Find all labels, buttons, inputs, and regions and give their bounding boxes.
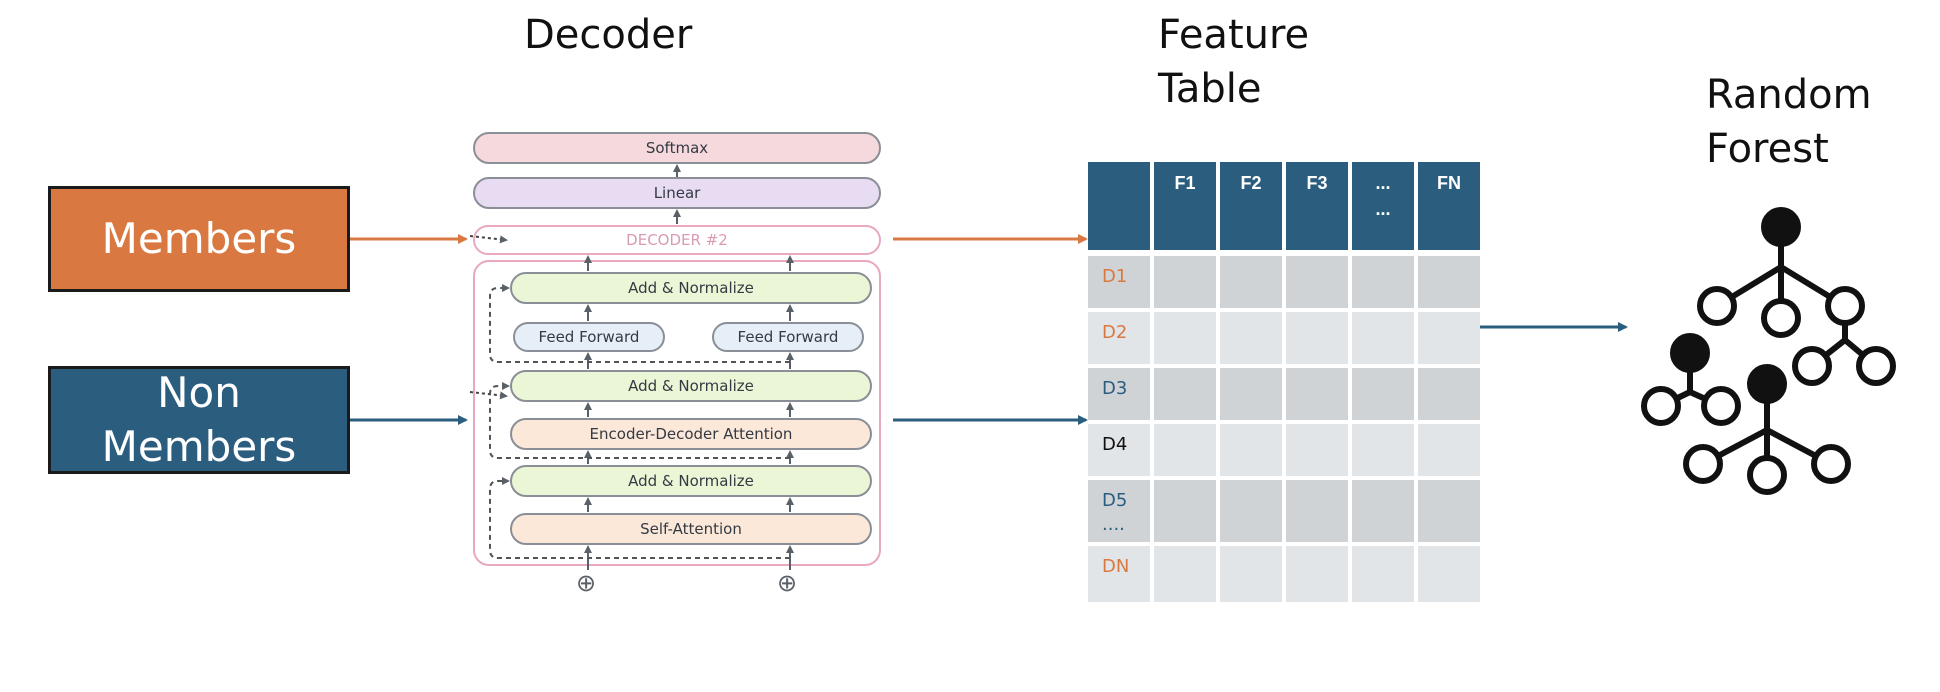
residual-connections <box>489 284 790 559</box>
table-cell <box>1418 546 1480 602</box>
table-cell <box>1220 312 1282 364</box>
table-row-label: D1 <box>1102 266 1128 287</box>
table-cell <box>1220 368 1282 420</box>
table-header-f3: F3 <box>1286 162 1348 250</box>
table-cell <box>1154 424 1216 476</box>
encoder-decoder-attention: Encoder-Decoder Attention <box>510 418 872 450</box>
feature-table-heading-line2: Table <box>1158 66 1262 112</box>
table-cell <box>1418 480 1480 542</box>
table-cell <box>1286 546 1348 602</box>
table-cell <box>1352 424 1414 476</box>
decoder-2-layer: DECODER #2 <box>473 225 881 255</box>
table-header-f2: F2 <box>1220 162 1282 250</box>
random-forest-heading-line1: Random <box>1706 72 1872 118</box>
table-row-label: D3 <box>1102 378 1128 399</box>
table-row-label: D2 <box>1102 322 1128 343</box>
members-box: Members <box>48 186 350 292</box>
table-cell <box>1154 256 1216 308</box>
table-cell <box>1352 312 1414 364</box>
table-cell <box>1418 424 1480 476</box>
feed-forward-left: Feed Forward <box>513 322 665 352</box>
add-normalize-2-label: Add & Normalize <box>628 377 754 395</box>
add-normalize-3-label: Add & Normalize <box>628 472 754 490</box>
table-cell <box>1286 480 1348 542</box>
table-header-ellipsis-line1: ... <box>1375 173 1391 193</box>
table-cell <box>1220 480 1282 542</box>
table-row-label: D5 <box>1102 490 1128 511</box>
table-cell <box>1220 424 1282 476</box>
random-forest-heading: Random Forest <box>1706 68 1872 176</box>
table-cell <box>1418 368 1480 420</box>
non-members-label-line1: Non <box>157 368 241 417</box>
decoder-heading: Decoder <box>524 12 693 58</box>
feature-table-heading: Feature Table <box>1158 8 1309 116</box>
random-forest-icon <box>1641 207 1896 495</box>
members-label: Members <box>101 214 297 263</box>
table-cell <box>1418 312 1480 364</box>
encoder-decoder-attention-label: Encoder-Decoder Attention <box>589 425 793 443</box>
non-members-box: Non Members <box>48 366 350 474</box>
table-row-label: DN <box>1102 556 1130 577</box>
feed-forward-right: Feed Forward <box>712 322 864 352</box>
add-normalize-3: Add & Normalize <box>510 465 872 497</box>
table-header-corner <box>1088 162 1150 250</box>
linear-layer: Linear <box>473 177 881 209</box>
table-cell <box>1154 312 1216 364</box>
self-attention: Self-Attention <box>510 513 872 545</box>
table-cell <box>1220 546 1282 602</box>
add-normalize-2: Add & Normalize <box>510 370 872 402</box>
table-cell <box>1352 546 1414 602</box>
table-row-label-cell: D5.... <box>1088 480 1150 542</box>
table-row-label-cell: D2 <box>1088 312 1150 364</box>
table-cell <box>1286 368 1348 420</box>
non-members-label-line2: Members <box>101 422 297 471</box>
add-normalize-1: Add & Normalize <box>510 272 872 304</box>
table-cell <box>1220 256 1282 308</box>
self-attention-label: Self-Attention <box>640 520 742 538</box>
table-header-ellipsis: ... ... <box>1352 162 1414 250</box>
decoder-2-label: DECODER #2 <box>626 231 728 249</box>
table-header-fn: FN <box>1418 162 1480 250</box>
table-cell <box>1154 368 1216 420</box>
table-cell <box>1418 256 1480 308</box>
table-header-ellipsis-line2: ... <box>1375 199 1391 219</box>
decoder-1-frame <box>473 260 881 566</box>
table-cell <box>1286 312 1348 364</box>
table-cell <box>1154 546 1216 602</box>
table-row-label-cell: D4 <box>1088 424 1150 476</box>
table-row-label: D4 <box>1102 434 1128 455</box>
feature-table-heading-line1: Feature <box>1158 12 1310 58</box>
feed-forward-right-label: Feed Forward <box>737 328 839 346</box>
add-normalize-1-label: Add & Normalize <box>628 279 754 297</box>
table-cell <box>1352 480 1414 542</box>
table-cell <box>1286 256 1348 308</box>
table-cell <box>1286 424 1348 476</box>
table-cell <box>1352 368 1414 420</box>
random-forest-heading-line2: Forest <box>1706 126 1829 172</box>
table-row-label-continuation: .... <box>1102 514 1125 535</box>
table-row-label-cell: D1 <box>1088 256 1150 308</box>
feed-forward-left-label: Feed Forward <box>538 328 640 346</box>
positional-add-right-icon: ⊕ <box>777 569 798 597</box>
table-row-label-cell: DN <box>1088 546 1150 602</box>
table-cell <box>1352 256 1414 308</box>
softmax-label: Softmax <box>645 139 709 157</box>
softmax-layer: Softmax <box>473 132 881 164</box>
positional-add-left-icon: ⊕ <box>576 569 597 597</box>
decoder-vertical-arrows <box>584 164 794 570</box>
decoder-1-input-dotted-arrow <box>469 391 508 400</box>
table-header-f1: F1 <box>1154 162 1216 250</box>
linear-label: Linear <box>653 184 701 202</box>
table-cell <box>1154 480 1216 542</box>
decoder-2-input-dotted-arrow <box>469 235 508 244</box>
table-row-label-cell: D3 <box>1088 368 1150 420</box>
